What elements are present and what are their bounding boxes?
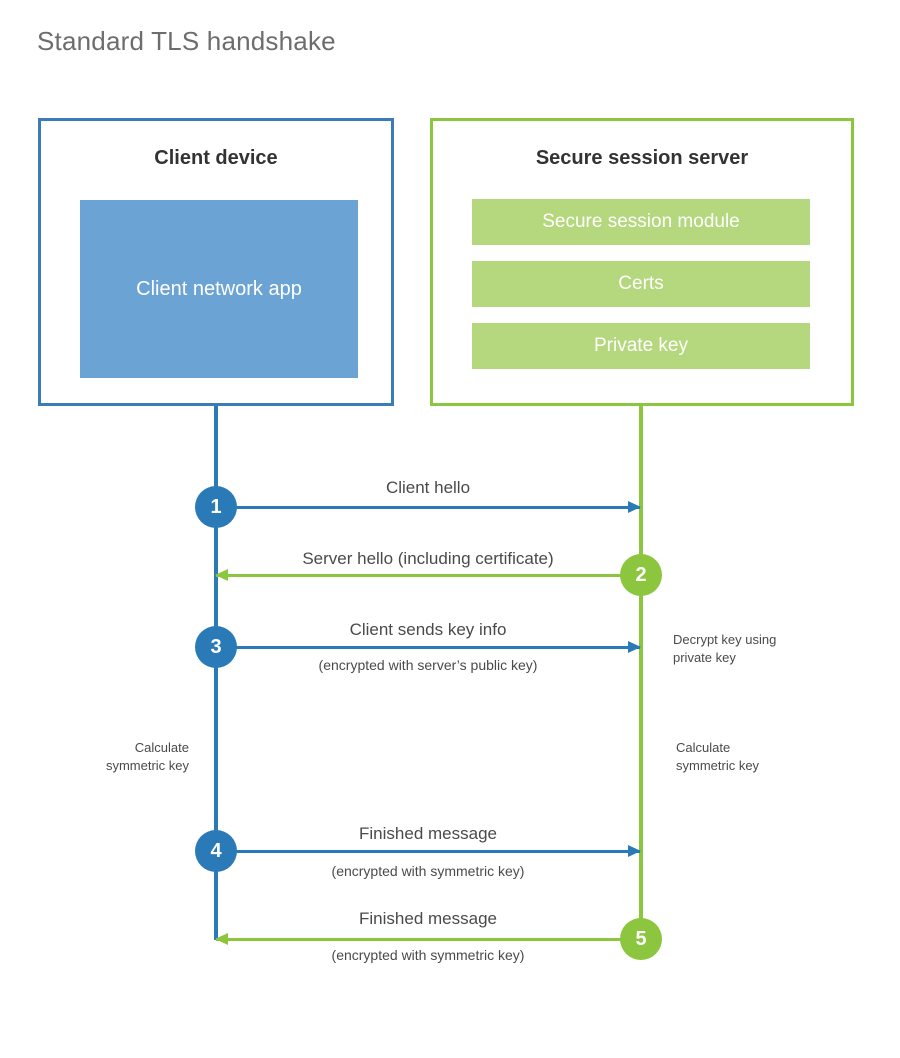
step-3-label: Client sends key info (349, 620, 507, 639)
step-5-arrow (215, 933, 640, 945)
step-4-label: Finished message (359, 824, 497, 843)
step-marker-1[interactable]: 1 (195, 486, 237, 528)
step-1-arrow (216, 501, 641, 513)
step-3-sublabel: (encrypted with server’s public key) (318, 657, 538, 673)
note-calc-server-line-2: symmetric key (676, 757, 760, 773)
note-decrypt-key-line-2: private key (673, 649, 736, 665)
note-calculate-symmetric-key-client: Calculate symmetric key (24, 739, 189, 774)
server-component-private-key: Private key (472, 323, 810, 369)
note-calc-server-line-1: Calculate (676, 740, 731, 755)
step-2-arrow (215, 569, 640, 581)
step-2-arrow-shaft (216, 574, 640, 577)
step-3-arrowhead-icon (628, 641, 641, 653)
step-4-arrow-shaft (216, 850, 640, 853)
client-lifeline (214, 406, 218, 940)
step-marker-5[interactable]: 5 (620, 918, 662, 960)
secure-session-server-box: Secure session server Secure session mod… (430, 118, 854, 406)
step-2-arrowhead-icon (215, 569, 228, 581)
step-5-sublabel: (encrypted with symmetric key) (331, 947, 525, 963)
server-component-certs: Certs (472, 261, 810, 307)
step-3-arrow (216, 641, 641, 653)
client-device-title: Client device (154, 147, 278, 169)
page-title: Standard TLS handshake (37, 26, 336, 56)
server-lifeline (639, 406, 643, 940)
step-marker-4[interactable]: 4 (195, 830, 237, 872)
note-calc-client-line-2: symmetric key (105, 757, 189, 773)
note-decrypt-key: Decrypt key using private key (673, 631, 863, 666)
step-1-arrow-shaft (216, 506, 640, 509)
step-3-arrow-shaft (216, 646, 640, 649)
step-1-arrowhead-icon (628, 501, 641, 513)
server-components-list: Secure session module Certs Private key (472, 199, 810, 369)
note-decrypt-key-line-1: Decrypt key using (673, 632, 777, 647)
step-marker-2[interactable]: 2 (620, 554, 662, 596)
step-5-arrowhead-icon (215, 933, 228, 945)
secure-session-server-title: Secure session server (535, 147, 749, 169)
step-2-label: Server hello (including certificate) (302, 549, 554, 568)
step-1-label: Client hello (385, 478, 471, 497)
step-5-arrow-shaft (216, 938, 640, 941)
client-network-app-block: Client network app (80, 200, 358, 378)
note-calc-client-line-1: Calculate (134, 740, 189, 755)
step-4-sublabel: (encrypted with symmetric key) (331, 863, 525, 879)
server-component-secure-session-module: Secure session module (472, 199, 810, 245)
note-calculate-symmetric-key-server: Calculate symmetric key (676, 739, 866, 774)
step-5-label: Finished message (359, 909, 497, 928)
client-device-box: Client device Client network app (38, 118, 394, 406)
step-4-arrow (216, 845, 641, 857)
step-4-arrowhead-icon (628, 845, 641, 857)
step-marker-3[interactable]: 3 (195, 626, 237, 668)
